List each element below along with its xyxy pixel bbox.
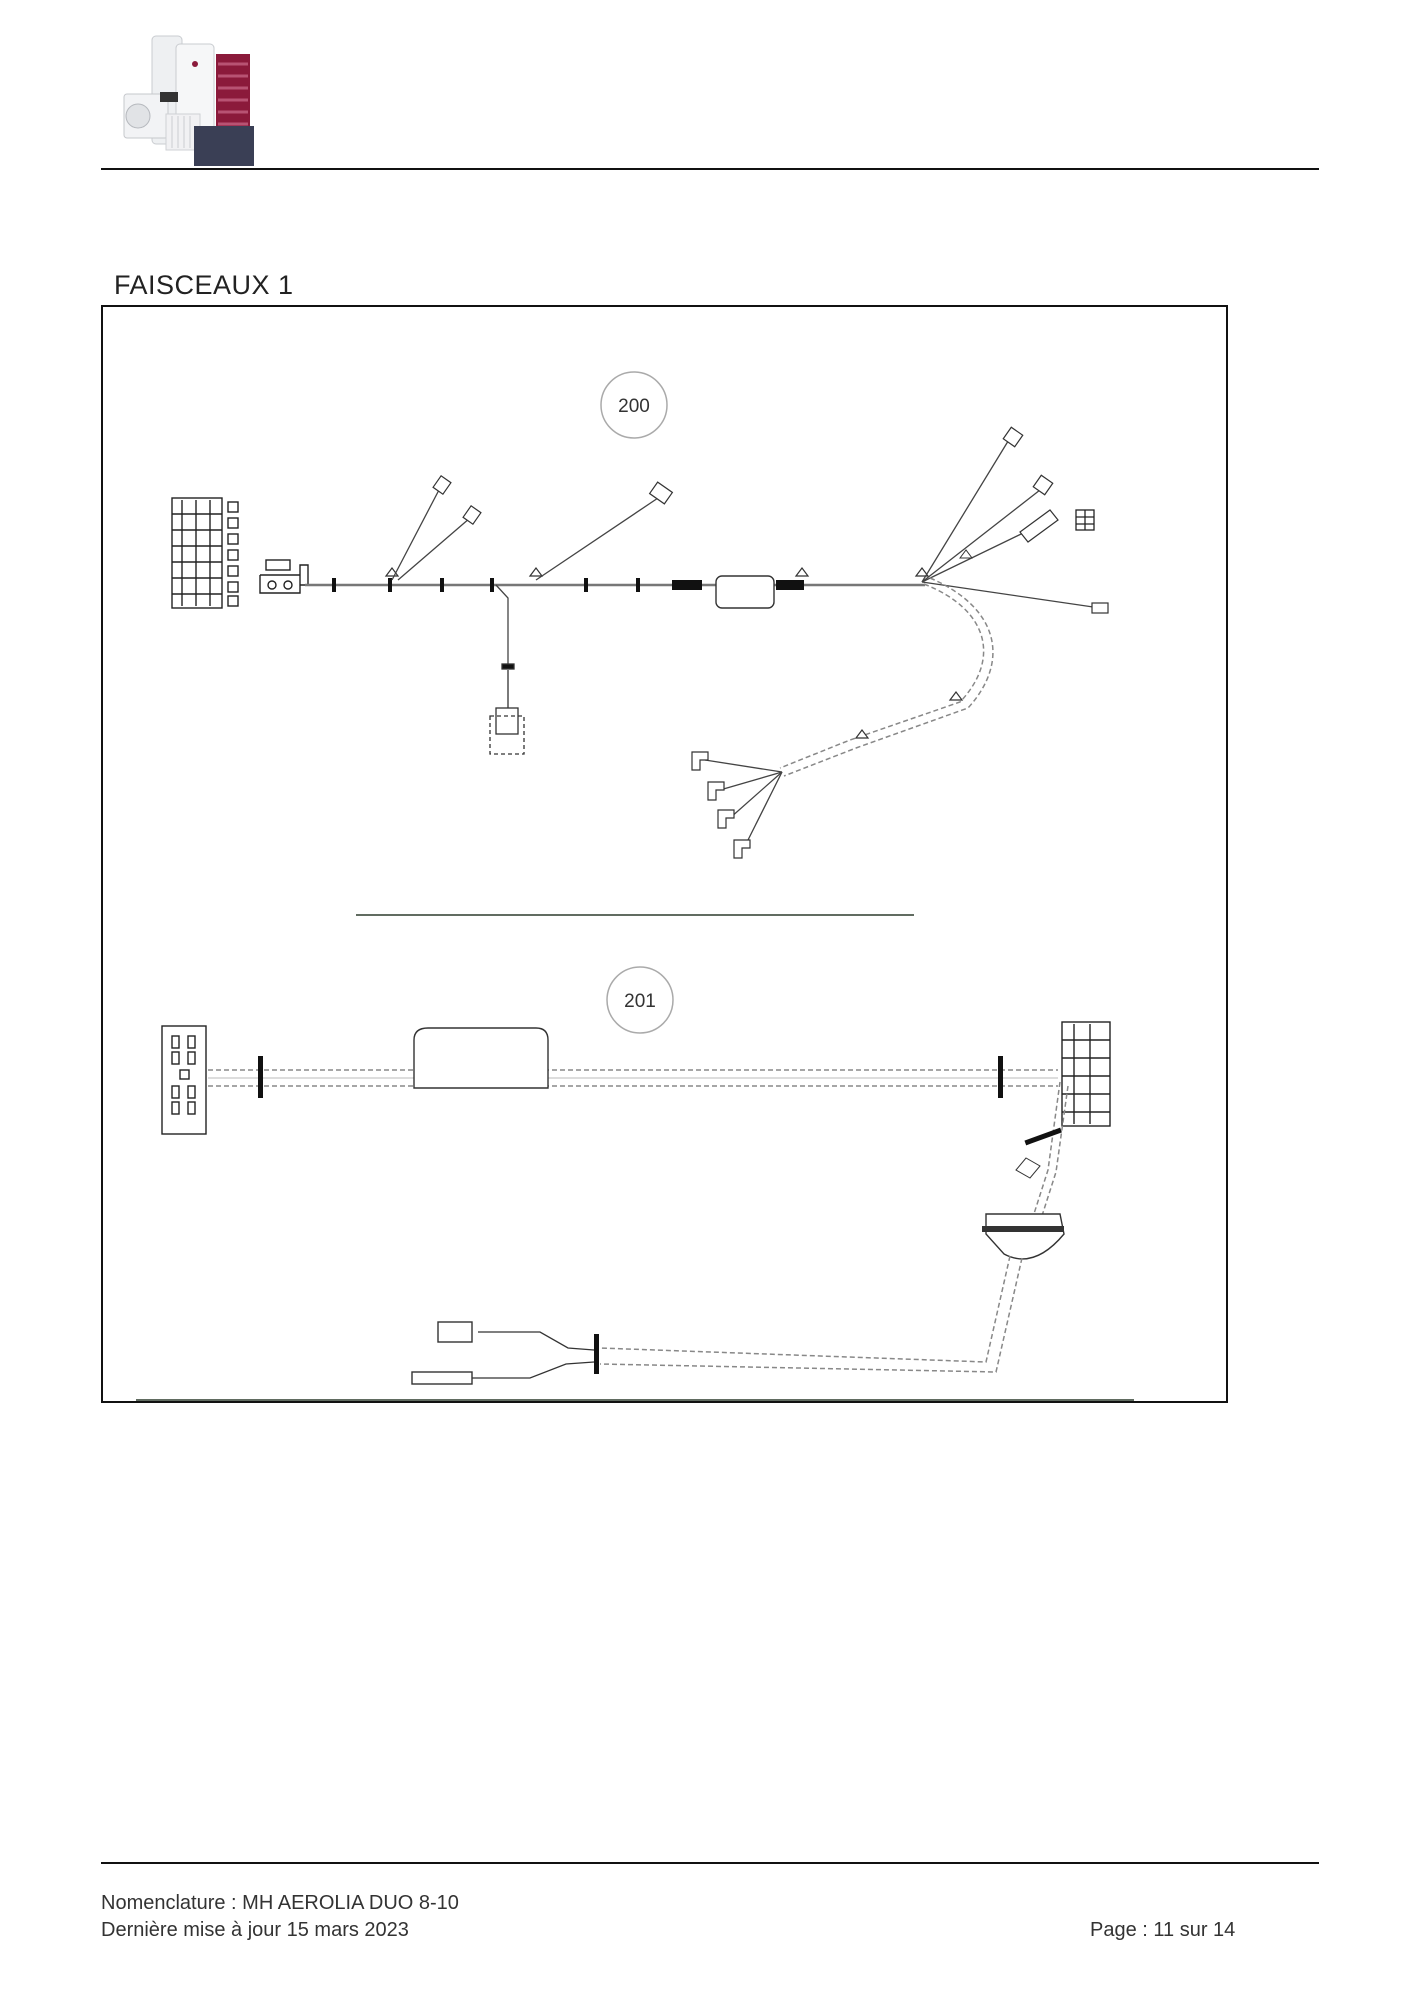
section-title: FAISCEAUX 1 <box>114 270 294 300</box>
footer-page-number: Page : 11 sur 14 <box>1090 1919 1236 1941</box>
footer-updated-date: Dernière mise à jour 15 mars 2023 <box>101 1919 409 1941</box>
footer-rule <box>101 1862 1319 1864</box>
footer-nomenclature: Nomenclature : MH AEROLIA DUO 8-10 <box>101 1892 459 1914</box>
diagram-frame <box>101 305 1228 1403</box>
header-rule <box>101 168 1319 170</box>
product-range-logo <box>104 30 274 170</box>
